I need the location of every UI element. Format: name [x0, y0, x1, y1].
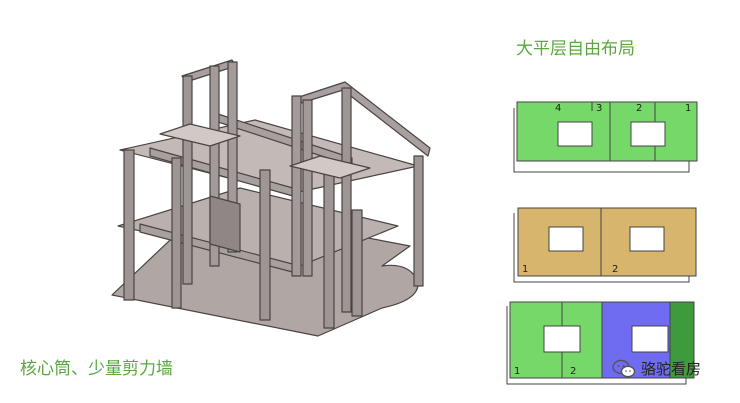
column [351, 209, 363, 317]
core-opening [629, 226, 665, 252]
column [323, 159, 335, 329]
column [209, 65, 220, 267]
column [341, 87, 352, 313]
core-wall [209, 195, 241, 253]
core-opening [631, 325, 669, 353]
room-label: 2 [636, 103, 642, 114]
room-label: 3 [596, 103, 602, 114]
diagram-title: 大平层自由布局 [516, 39, 635, 59]
core-opening [630, 121, 666, 147]
slab-opening [289, 155, 371, 179]
watermark-text: 骆驼看房 [641, 360, 702, 378]
room-label: 4 [555, 103, 561, 114]
plan-floor-green [509, 301, 603, 379]
plan-top [513, 101, 698, 173]
room-label: 1 [514, 366, 520, 377]
core-opening [543, 325, 581, 353]
column [123, 149, 135, 301]
room-label: 1 [522, 264, 528, 275]
core-opening [557, 121, 593, 147]
column [259, 169, 271, 321]
column [227, 61, 238, 253]
column [182, 75, 193, 285]
slab-opening [159, 123, 241, 147]
column [291, 95, 302, 277]
plan-bottom [506, 301, 695, 385]
column [302, 99, 313, 277]
plan-floor [517, 207, 697, 277]
room-label: 2 [570, 366, 576, 377]
core-opening [548, 226, 584, 252]
room-label: 1 [685, 103, 691, 114]
watermark: 骆驼看房 [612, 358, 701, 379]
plan-middle [513, 207, 697, 283]
wechat-icon [612, 359, 636, 377]
column [413, 155, 424, 287]
plan-floor-dark [669, 301, 695, 379]
plan-floor [516, 101, 698, 162]
room-label: 2 [612, 264, 618, 275]
diagram-caption: 核心筒、少量剪力墙 [20, 359, 173, 379]
column [171, 157, 182, 309]
building-structure [111, 59, 431, 337]
